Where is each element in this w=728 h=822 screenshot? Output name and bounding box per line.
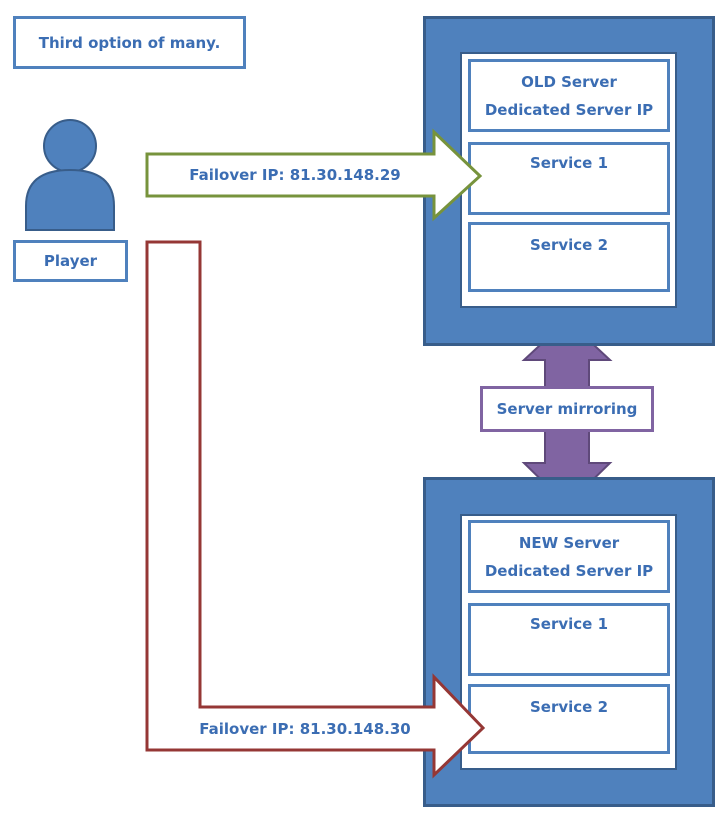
old-server-subtitle: Dedicated Server IP [484, 101, 654, 119]
old-server-service-1: Service 1 [468, 142, 670, 215]
note-text: Third option of many. [38, 34, 221, 52]
failover-new-label: Failover IP: 81.30.148.30 [199, 720, 411, 738]
new-server-service-2: Service 2 [468, 684, 670, 754]
new-service-2-label: Service 2 [529, 698, 609, 716]
old-server-service-2: Service 2 [468, 222, 670, 292]
mirroring-box: Server mirroring [480, 386, 654, 432]
new-server-service-1: Service 1 [468, 603, 670, 676]
player-label: Player [43, 252, 98, 270]
old-service-1-label: Service 1 [529, 154, 609, 172]
old-server-title-box: OLD Server Dedicated Server IP [468, 59, 670, 132]
mirroring-label: Server mirroring [496, 400, 638, 418]
player-icon [25, 119, 115, 231]
new-server-title-box: NEW Server Dedicated Server IP [468, 520, 670, 593]
note-box: Third option of many. [13, 16, 246, 69]
new-server-subtitle: Dedicated Server IP [484, 562, 654, 580]
old-service-2-label: Service 2 [529, 236, 609, 254]
new-service-1-label: Service 1 [529, 615, 609, 633]
new-server-title: NEW Server [518, 534, 620, 552]
failover-old-label: Failover IP: 81.30.148.29 [189, 166, 401, 184]
old-server-title: OLD Server [521, 73, 617, 91]
player-label-box: Player [13, 240, 128, 282]
